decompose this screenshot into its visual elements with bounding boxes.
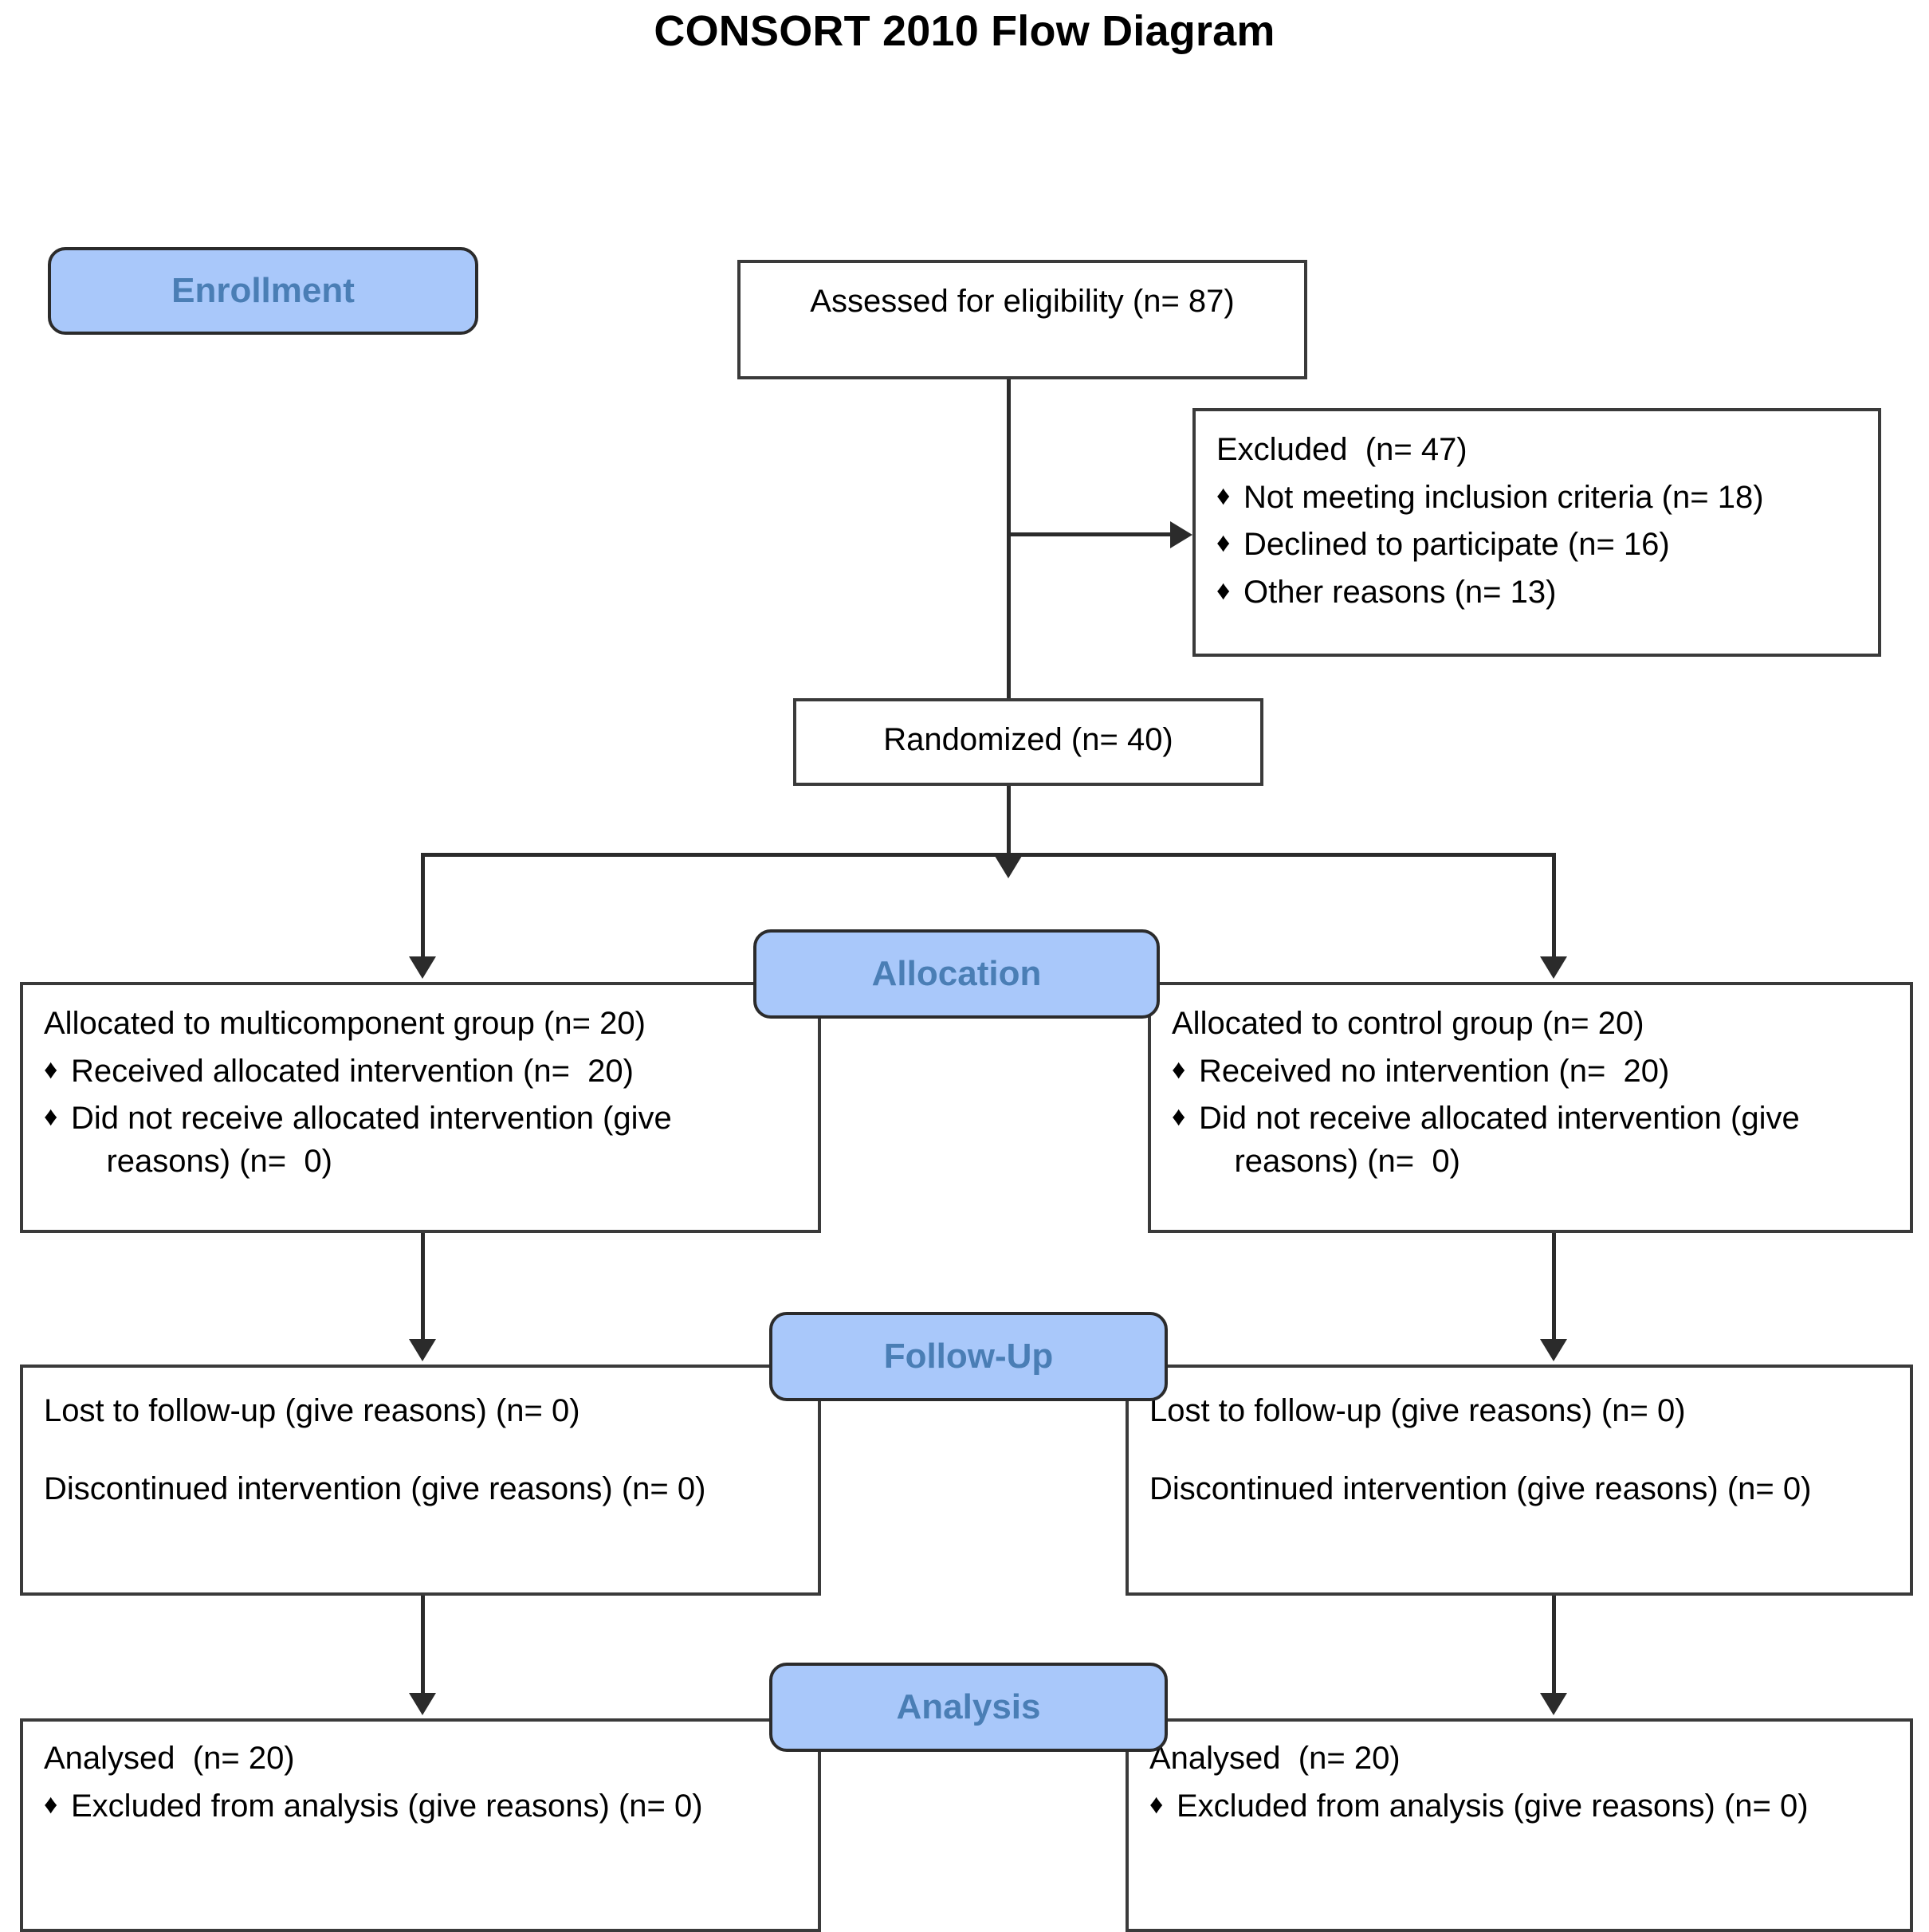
excluded-item-text: Declined to participate (n= 16)	[1243, 527, 1670, 563]
followup-right-line1: Lost to follow-up (give reasons) (n= 0)	[1149, 1393, 1686, 1428]
page-title: CONSORT 2010 Flow Diagram	[654, 7, 1275, 55]
allocated-left-item: ♦ Received allocated intervention (n= 20…	[44, 1050, 797, 1094]
arrow-to-analysis-right	[1540, 1693, 1567, 1715]
diamond-bullet-icon: ♦	[44, 1101, 58, 1133]
diamond-bullet-icon: ♦	[1149, 1789, 1164, 1820]
diamond-bullet-icon: ♦	[1216, 480, 1231, 511]
connector-assessed-to-excluded	[1007, 532, 1170, 536]
stage-badge-analysis-label: Analysis	[896, 1687, 1041, 1726]
arrow-to-allocated-left	[409, 956, 436, 979]
connector-followup-right-to-analysis	[1552, 1596, 1556, 1701]
allocated-right-item: ♦ Received no intervention (n= 20)	[1172, 1050, 1889, 1094]
excluded-item: ♦ Other reasons (n= 13)	[1216, 571, 1857, 615]
diamond-bullet-icon: ♦	[1216, 528, 1231, 559]
box-excluded: Excluded (n= 47) ♦ Not meeting inclusion…	[1192, 408, 1881, 657]
diamond-bullet-icon: ♦	[44, 1054, 58, 1085]
excluded-heading: Excluded (n= 47)	[1216, 432, 1467, 467]
split-bar-allocation	[421, 853, 1556, 857]
allocated-left-item-text: Did not receive allocated intervention (…	[71, 1101, 672, 1179]
box-assessed-for-eligibility: Assessed for eligibility (n= 87)	[737, 260, 1307, 379]
stage-badge-analysis: Analysis	[769, 1663, 1168, 1752]
stage-badge-followup: Follow-Up	[769, 1312, 1168, 1401]
diamond-bullet-icon: ♦	[44, 1789, 58, 1820]
randomized-line: Randomized (n= 40)	[883, 722, 1173, 757]
connector-split-to-allocated-left	[421, 853, 425, 964]
connector-randomized-down	[1007, 786, 1011, 867]
stage-badge-enrollment-label: Enrollment	[171, 271, 355, 310]
box-followup-control: Lost to follow-up (give reasons) (n= 0) …	[1126, 1365, 1913, 1596]
analysis-left-item-text: Excluded from analysis (give reasons) (n…	[71, 1788, 703, 1824]
box-followup-multicomponent: Lost to follow-up (give reasons) (n= 0) …	[20, 1365, 821, 1596]
excluded-item: ♦ Declined to participate (n= 16)	[1216, 524, 1857, 567]
allocated-left-heading: Allocated to multicomponent group (n= 20…	[44, 1006, 646, 1041]
followup-left-line2: Discontinued intervention (give reasons)…	[44, 1471, 706, 1506]
stage-badge-allocation: Allocation	[753, 929, 1160, 1019]
allocated-right-item: ♦ Did not receive allocated intervention…	[1172, 1098, 1889, 1183]
stage-badge-followup-label: Follow-Up	[883, 1337, 1054, 1376]
connector-allocated-right-to-followup	[1552, 1233, 1556, 1345]
diamond-bullet-icon: ♦	[1172, 1101, 1186, 1133]
analysis-right-heading: Analysed (n= 20)	[1149, 1741, 1401, 1776]
allocated-right-item-text: Did not receive allocated intervention (…	[1199, 1101, 1800, 1179]
connector-followup-left-to-analysis	[421, 1596, 425, 1701]
connector-allocated-left-to-followup	[421, 1233, 425, 1345]
assessed-line: Assessed for eligibility (n= 87)	[810, 284, 1235, 319]
box-analysis-multicomponent: Analysed (n= 20) ♦ Excluded from analysi…	[20, 1718, 821, 1932]
excluded-item-text: Other reasons (n= 13)	[1243, 574, 1557, 610]
analysis-left-item: ♦ Excluded from analysis (give reasons) …	[44, 1785, 797, 1828]
excluded-item: ♦ Not meeting inclusion criteria (n= 18)	[1216, 477, 1857, 520]
arrow-randomized-split	[995, 856, 1022, 878]
box-randomized: Randomized (n= 40)	[793, 698, 1263, 786]
arrow-to-followup-left	[409, 1339, 436, 1361]
allocated-right-item-text: Received no intervention (n= 20)	[1199, 1053, 1670, 1089]
arrow-to-allocated-right	[1540, 956, 1567, 979]
spacer	[1149, 1433, 1889, 1468]
analysis-right-item-text: Excluded from analysis (give reasons) (n…	[1177, 1788, 1809, 1824]
allocated-right-heading: Allocated to control group (n= 20)	[1172, 1006, 1644, 1041]
arrow-to-excluded	[1170, 521, 1192, 548]
connector-assessed-to-randomized	[1007, 379, 1011, 698]
box-allocated-control: Allocated to control group (n= 20) ♦ Rec…	[1148, 982, 1913, 1233]
analysis-right-item: ♦ Excluded from analysis (give reasons) …	[1149, 1785, 1889, 1828]
box-analysis-control: Analysed (n= 20) ♦ Excluded from analysi…	[1126, 1718, 1913, 1932]
diamond-bullet-icon: ♦	[1172, 1054, 1186, 1085]
diamond-bullet-icon: ♦	[1216, 575, 1231, 606]
followup-right-line2: Discontinued intervention (give reasons)…	[1149, 1471, 1812, 1506]
allocated-left-item-text: Received allocated intervention (n= 20)	[71, 1053, 634, 1089]
analysis-left-heading: Analysed (n= 20)	[44, 1741, 295, 1776]
stage-badge-allocation-label: Allocation	[871, 954, 1042, 993]
arrow-to-followup-right	[1540, 1339, 1567, 1361]
spacer	[44, 1433, 797, 1468]
allocated-left-item: ♦ Did not receive allocated intervention…	[44, 1098, 797, 1183]
excluded-item-text: Not meeting inclusion criteria (n= 18)	[1243, 479, 1764, 515]
followup-left-line1: Lost to follow-up (give reasons) (n= 0)	[44, 1393, 580, 1428]
stage-badge-enrollment: Enrollment	[48, 247, 478, 335]
arrow-to-analysis-left	[409, 1693, 436, 1715]
box-allocated-multicomponent: Allocated to multicomponent group (n= 20…	[20, 982, 821, 1233]
connector-split-to-allocated-right	[1552, 853, 1556, 964]
